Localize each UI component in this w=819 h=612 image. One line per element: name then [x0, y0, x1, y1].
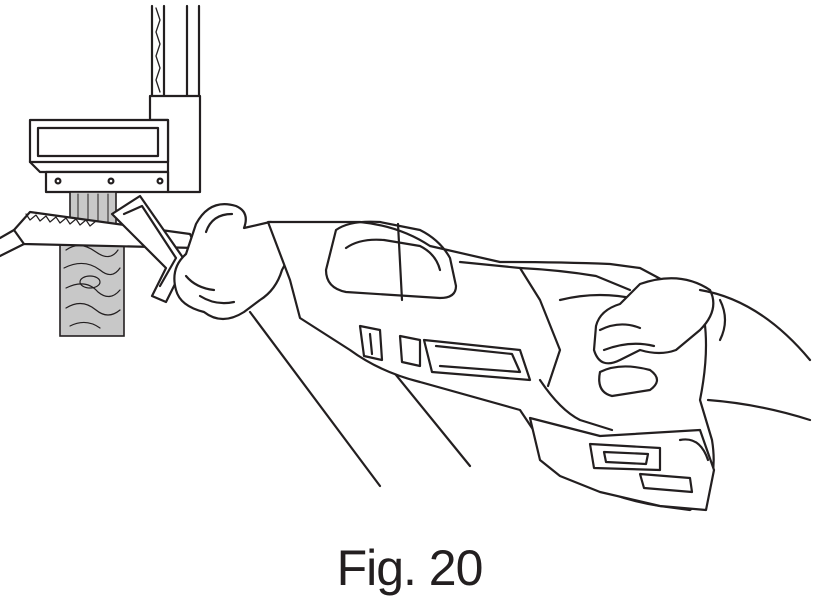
figure-caption: Fig. 20: [336, 540, 484, 596]
saw-shoe: [110, 194, 188, 304]
right-hand: [592, 277, 812, 422]
wood-post: [59, 235, 125, 337]
vertical-pipe: [150, 4, 201, 98]
metal-bracket: [28, 94, 202, 194]
saw-body: [266, 220, 716, 512]
illustration: [0, 4, 812, 512]
